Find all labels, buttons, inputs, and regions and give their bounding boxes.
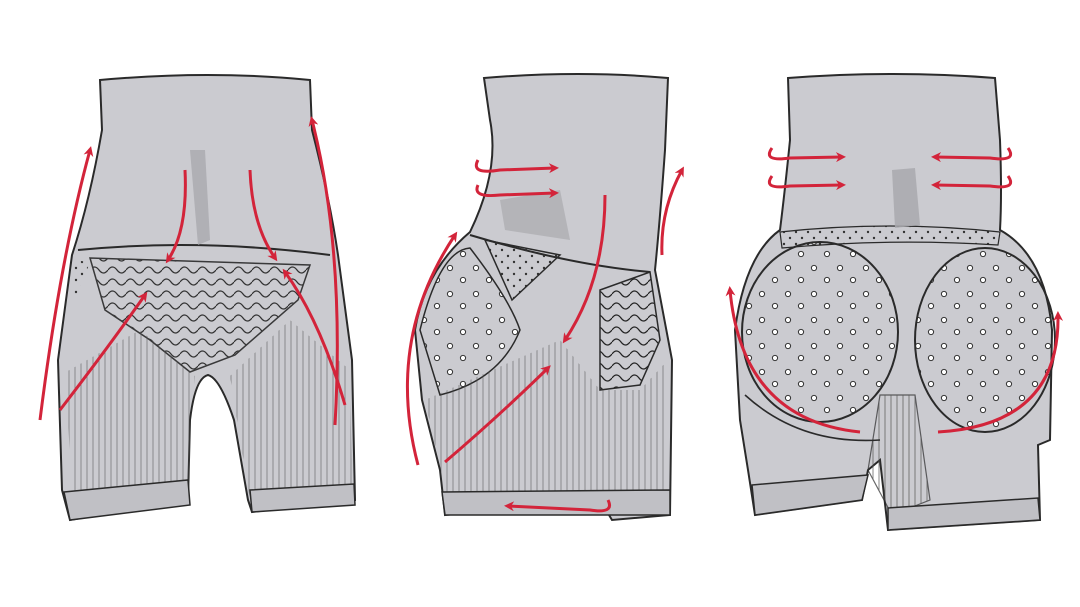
- back-arrow-right-lift: [937, 311, 1064, 434]
- side-waves-panel: [599, 270, 661, 391]
- side-arrow-waist-lower: [475, 184, 559, 199]
- front-waist-band-line: [77, 244, 331, 256]
- back-arrow-waist-left-lower: [767, 175, 846, 191]
- front-right-leg-ribs: [230, 320, 352, 500]
- back-leg-cuff-right: [887, 497, 1041, 531]
- side-arrow-front-up: [660, 166, 684, 256]
- side-waist-shade: [500, 190, 570, 240]
- back-arrow-waist-left-upper: [767, 147, 846, 163]
- front-arrow-lower-right: [282, 268, 347, 406]
- back-arrow-left-lift: [725, 286, 861, 434]
- back-arrow-waist-right-lower: [931, 175, 1013, 191]
- side-arrow-hip-down: [562, 194, 607, 344]
- side-leg-ribs: [425, 340, 668, 502]
- front-leg-cuff-left: [63, 479, 191, 521]
- side-arrow-hem: [504, 499, 611, 513]
- back-left-buttock-pad: [741, 241, 899, 423]
- side-view-panel: [405, 73, 684, 522]
- back-lower-band-line: [744, 394, 881, 442]
- front-left-leg-ribs: [66, 330, 195, 505]
- front-arrow-lower-left: [58, 291, 148, 411]
- back-view-panel: [725, 73, 1064, 532]
- front-arrow-center-left: [165, 169, 187, 264]
- front-waves-panel: [88, 257, 312, 373]
- back-waist-shade: [892, 168, 920, 228]
- side-arrow-waist-upper: [474, 159, 559, 174]
- back-right-buttock-pad: [914, 247, 1056, 433]
- back-arrow-waist-right-upper: [931, 147, 1013, 163]
- side-arrow-back-curve: [405, 231, 458, 466]
- front-waist-shade: [190, 150, 210, 245]
- back-leg-cuff-left: [751, 474, 869, 516]
- front-left-dots: [72, 260, 90, 300]
- side-arrow-leg-up: [444, 365, 551, 464]
- front-arrow-left-outer: [38, 146, 94, 421]
- side-leg-cuff: [441, 489, 671, 516]
- side-triangle-dots: [483, 238, 562, 302]
- front-leg-cuff-right: [249, 483, 356, 513]
- front-arrow-center-right: [248, 169, 278, 262]
- front-view-panel: [38, 74, 357, 522]
